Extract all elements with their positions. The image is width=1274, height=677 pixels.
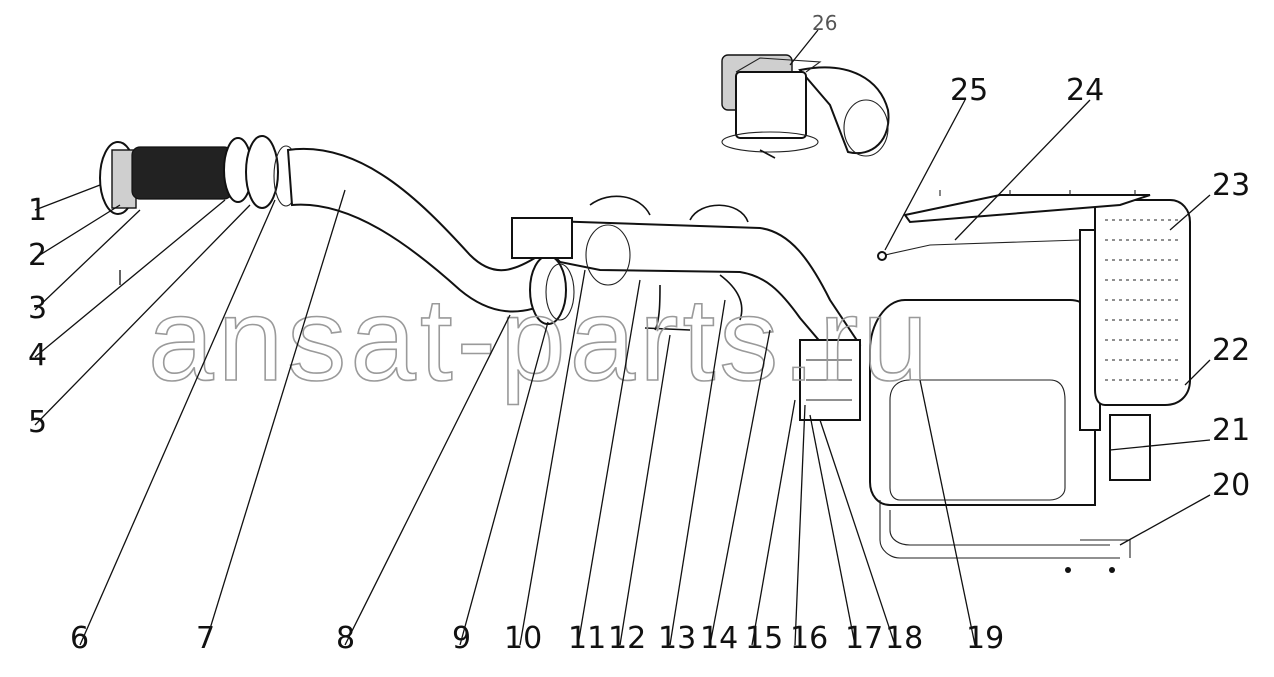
callout-13: 13	[658, 621, 696, 656]
callout-25: 25	[950, 73, 988, 108]
callout-labels: 1 2 3 4 5 6 7 8 9 10 11 12 13 14 15 16 1…	[28, 11, 1250, 656]
callout-3: 3	[28, 291, 47, 326]
callout-7: 7	[196, 621, 215, 656]
intake-hose-assembly	[99, 135, 299, 215]
callout-15: 15	[745, 621, 783, 656]
callout-16: 16	[790, 621, 828, 656]
callout-2: 2	[28, 238, 47, 273]
leader-lines	[34, 29, 1211, 646]
callout-20: 20	[1212, 468, 1250, 503]
callout-22: 22	[1212, 333, 1250, 368]
callout-9: 9	[452, 621, 471, 656]
callout-17: 17	[845, 621, 883, 656]
callout-12: 12	[608, 621, 646, 656]
callout-10: 10	[504, 621, 542, 656]
callout-23: 23	[1212, 168, 1250, 203]
callout-18: 18	[885, 621, 923, 656]
inset-assembly-26	[721, 54, 890, 159]
callout-8: 8	[336, 621, 355, 656]
callout-14: 14	[700, 621, 738, 656]
callout-19: 19	[966, 621, 1004, 656]
air-cleaner-body	[869, 229, 1131, 573]
callout-5: 5	[28, 405, 47, 440]
callout-26: 26	[812, 11, 837, 35]
callout-21: 21	[1212, 413, 1250, 448]
callout-24: 24	[1066, 73, 1104, 108]
callout-11: 11	[568, 621, 606, 656]
callout-6: 6	[70, 621, 89, 656]
callout-1: 1	[28, 193, 47, 228]
callout-4: 4	[28, 338, 47, 373]
pre-cleaner-cover	[877, 190, 1191, 481]
watermark: ansat-parts.ru	[148, 274, 932, 406]
